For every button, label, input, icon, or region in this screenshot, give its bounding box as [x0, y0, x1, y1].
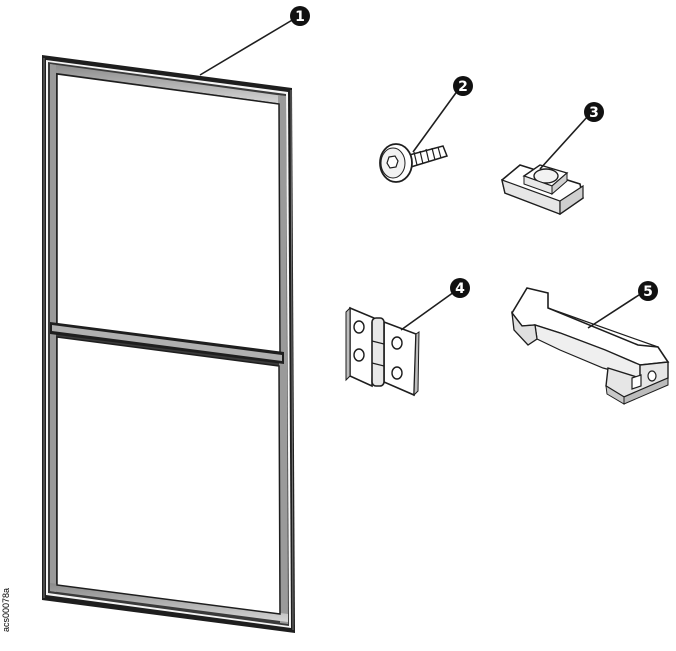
- leader-line-5: [587, 292, 643, 329]
- figure-reference-code: acs00078a: [1, 587, 11, 632]
- callout-5: 5: [638, 281, 658, 301]
- callout-4: 4: [450, 278, 470, 298]
- callout-1: 1: [290, 6, 310, 26]
- leader-line-2: [412, 89, 459, 153]
- callout-3: 3: [584, 102, 604, 122]
- leader-lines: [199, 18, 643, 331]
- leader-line-4: [400, 291, 455, 331]
- screw-part: [379, 143, 448, 183]
- door-frame-part: [42, 55, 295, 633]
- hinge-part: [345, 306, 420, 397]
- leader-line-1: [199, 18, 295, 76]
- callout-4-label: 4: [455, 281, 465, 297]
- leader-line-3: [539, 115, 589, 170]
- callout-5-label: 5: [643, 284, 653, 300]
- callout-1-label: 1: [295, 9, 305, 25]
- callout-2-label: 2: [458, 79, 468, 95]
- handle-part: [511, 287, 670, 405]
- cage-nut-part: [501, 164, 584, 216]
- callout-3-label: 3: [589, 105, 599, 121]
- callout-2: 2: [453, 76, 473, 96]
